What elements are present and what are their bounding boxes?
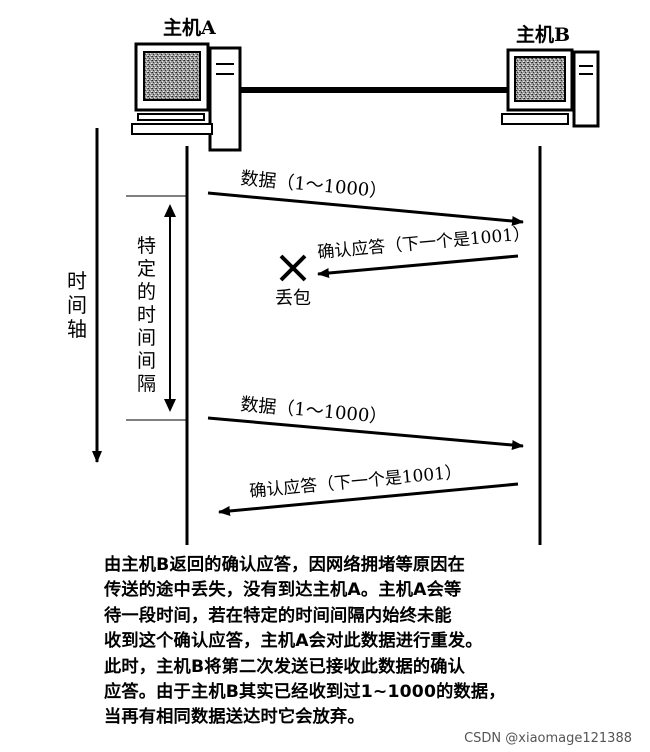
- svg-text:间: 间: [67, 293, 87, 317]
- data-arrow-1: [207, 191, 524, 226]
- caption-line: 当再有相同数据送达时它会放弃。: [104, 707, 365, 728]
- csdn-watermark: CSDN @xiaomage121388: [464, 731, 632, 746]
- svg-text:间: 间: [137, 327, 156, 349]
- data-arrow-2: [207, 416, 524, 451]
- svg-text:时: 时: [137, 304, 156, 326]
- svg-text:间: 间: [137, 350, 156, 372]
- lost-label: 丢包: [275, 288, 311, 309]
- caption-line: 收到这个确认应答，主机A会对此数据进行重发。: [104, 631, 483, 652]
- svg-text:轴: 轴: [67, 317, 87, 341]
- svg-text:隔: 隔: [137, 373, 156, 395]
- computer-icon: [501, 48, 600, 128]
- computer-icon: [131, 42, 242, 152]
- host-a-label: 主机A: [163, 17, 216, 39]
- ack-arrow-lost: [317, 254, 519, 278]
- svg-text:时: 时: [67, 269, 87, 293]
- svg-text:的: 的: [137, 281, 156, 303]
- caption-line: 应答。由于主机B其实已经收到过1~1000的数据，: [104, 682, 506, 703]
- caption-line: 待一段时间，若在特定的时间间隔内始终未能: [104, 605, 452, 626]
- ack-arrow-2: [218, 482, 519, 516]
- ack-label-2: 确认应答（下一个是1001）: [249, 462, 463, 502]
- interval-double-arrow: [164, 204, 176, 412]
- caption-paragraph: 由主机B返回的确认应答，因网络拥堵等原因在 传送的途中丢失，没有到达主机A。主机…: [104, 553, 624, 731]
- caption-line: 此时，主机B将第二次发送已接收此数据的确认: [104, 656, 466, 677]
- time-axis-label: 时 间 轴: [67, 269, 87, 341]
- interval-label: 特 定 的 时 间 间 隔: [137, 235, 156, 395]
- svg-text:定: 定: [137, 258, 156, 280]
- svg-text:特: 特: [137, 235, 156, 257]
- caption-line: 由主机B返回的确认应答，因网络拥堵等原因在: [104, 555, 466, 575]
- network-cable: [240, 87, 508, 93]
- host-b-label: 主机B: [516, 24, 570, 46]
- caption-line: 传送的途中丢失，没有到达主机A。主机A会等: [104, 580, 462, 601]
- lost-packet-x-icon: [279, 254, 307, 282]
